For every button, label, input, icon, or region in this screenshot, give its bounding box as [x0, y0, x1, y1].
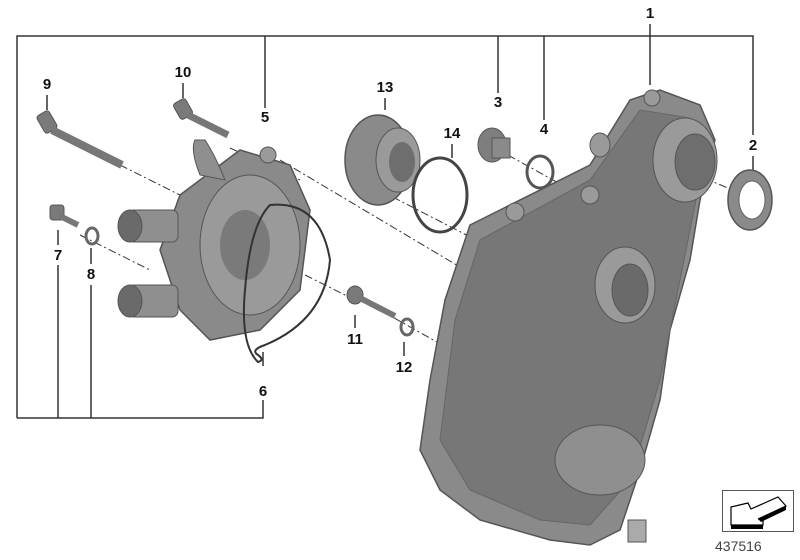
callout-2[interactable]: 2 [748, 137, 758, 154]
bolt-part-9 [36, 110, 124, 169]
orientation-arrow-button[interactable] [722, 490, 794, 532]
o-ring-part-4 [525, 154, 555, 190]
o-ring-part-14 [411, 156, 469, 234]
bracket-lines [16, 24, 754, 419]
gasket-part-6 [242, 203, 332, 364]
pump-housing-part-5 [117, 139, 311, 341]
washer-part-12 [399, 317, 415, 337]
callout-6[interactable]: 6 [258, 383, 268, 400]
callout-1[interactable]: 1 [645, 5, 655, 22]
diagram-reference-number: 437516 [715, 538, 762, 554]
bolt-part-10 [173, 98, 230, 139]
callout-13[interactable]: 13 [376, 79, 394, 96]
plug-part-3 [477, 127, 511, 163]
callout-11[interactable]: 11 [347, 331, 363, 348]
bolt-part-7 [49, 204, 80, 228]
bearing-cap-part-13 [344, 114, 421, 206]
callout-3[interactable]: 3 [493, 94, 503, 111]
engine-cover-part-1 [419, 89, 718, 546]
callout-10[interactable]: 10 [174, 64, 192, 81]
callout-7[interactable]: 7 [53, 247, 63, 264]
arrow-down-left-icon [730, 496, 787, 529]
callout-12[interactable]: 12 [395, 359, 413, 376]
washer-part-8 [84, 226, 100, 246]
callout-9[interactable]: 9 [42, 76, 52, 93]
bolt-part-11 [346, 285, 397, 319]
shaft-seal-part-2 [727, 169, 773, 231]
callout-14[interactable]: 14 [443, 125, 461, 142]
callout-8[interactable]: 8 [86, 266, 96, 283]
callout-4[interactable]: 4 [539, 121, 549, 138]
callout-5[interactable]: 5 [260, 109, 270, 126]
